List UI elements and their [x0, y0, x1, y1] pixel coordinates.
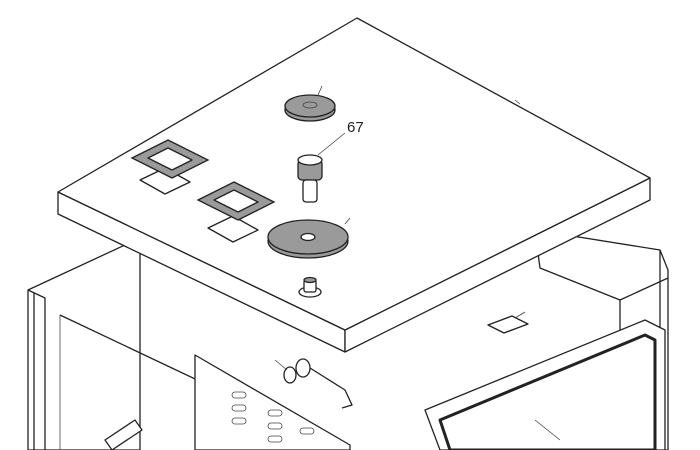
- small-round-gasket: [284, 85, 336, 122]
- square-gasket-1: [130, 139, 210, 195]
- cabinet-body: [27, 229, 669, 450]
- bracket: [104, 419, 143, 450]
- top-plate: [57, 17, 651, 353]
- valve-fittings: [274, 358, 353, 409]
- callout-label-67: 67: [347, 119, 364, 136]
- control-panel: [194, 354, 351, 450]
- large-round-gasket: [267, 217, 351, 259]
- fitting-67: 67: [297, 119, 364, 203]
- square-gasket-2: [196, 181, 276, 243]
- hinge-plate: [487, 315, 529, 334]
- bushing: [298, 276, 322, 298]
